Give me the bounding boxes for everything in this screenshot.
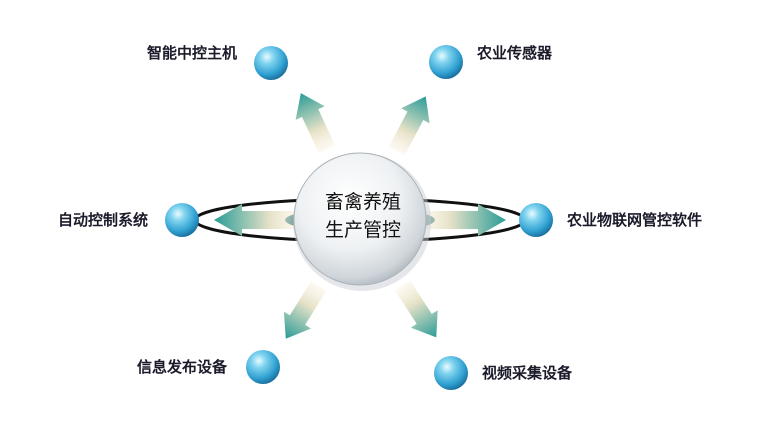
hub-title-line2: 生产管控: [324, 219, 401, 241]
node-label-top-right: 农业传感器: [477, 44, 553, 62]
arrow-to-bottom-left: [283, 281, 327, 339]
hub-sphere: [293, 152, 427, 286]
arrow-to-right: [420, 204, 506, 236]
node-sphere-bottom-right: [434, 356, 468, 390]
node-sphere-top-right: [429, 45, 463, 79]
arrow-to-bottom-right: [394, 280, 438, 338]
node-label-right: 农业物联网管控软件: [567, 211, 703, 229]
arrow-to-top-right: [388, 96, 430, 156]
arrow-to-left: [214, 204, 300, 236]
hub-title-line1: 畜禽养殖: [324, 191, 401, 213]
node-label-bottom-left: 信息发布设备: [137, 358, 228, 376]
node-label-top-left: 智能中控主机: [147, 44, 238, 62]
node-label-left: 自动控制系统: [58, 211, 149, 229]
arrow-to-top-left: [295, 93, 336, 154]
node-sphere-left: [165, 203, 199, 237]
node-label-bottom-right: 视频采集设备: [482, 364, 573, 382]
node-sphere-top-left: [254, 46, 288, 80]
node-sphere-right: [519, 203, 553, 237]
node-sphere-bottom-left: [246, 350, 280, 384]
